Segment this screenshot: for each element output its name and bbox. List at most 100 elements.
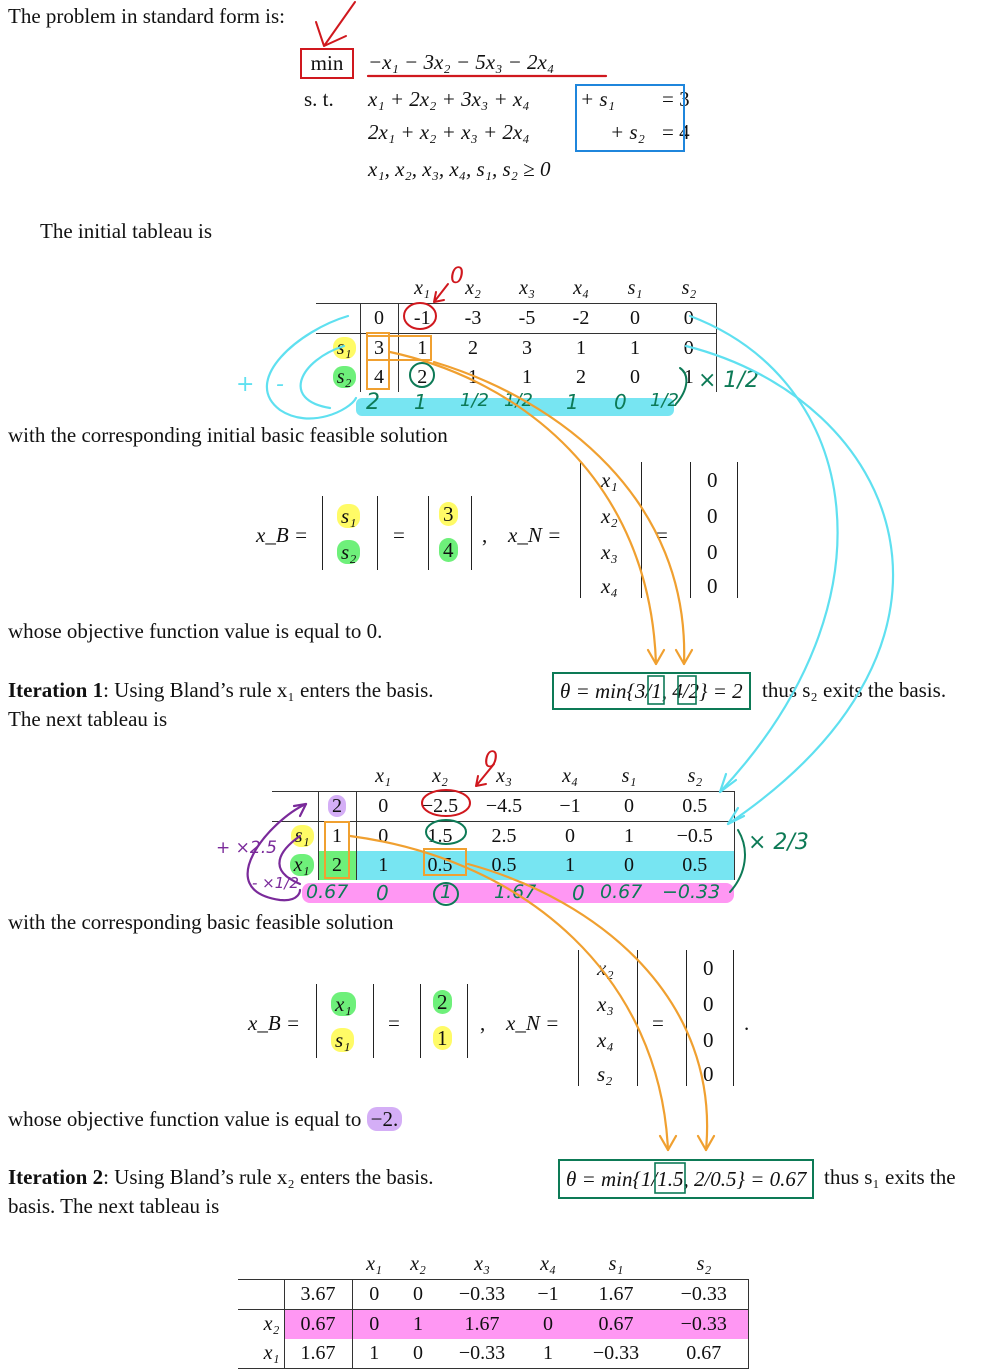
orange-arrowhead [658,1134,678,1152]
table-cell: 3 [522,337,532,359]
handwritten-scale: × 2/3 [748,830,809,855]
table-cell: 1 [565,854,575,876]
xn-label: x_N = [506,1011,560,1035]
table-cell: 2.5 [491,825,517,847]
equals-sign: = [393,523,405,547]
min-label: min [310,51,344,75]
table-cell: 2 [317,851,356,880]
xb-vector: s₁ s₂ [322,496,378,570]
table-cell: 1 [624,825,634,847]
table-cell: 0 [630,366,640,388]
table-cell: 0 [413,1342,423,1364]
initial-tableau-caption: The initial tableau is [40,219,213,243]
orange-arrowhead [674,648,694,666]
xn-entry: x₁ [601,468,618,492]
table-cell: −0.33 [592,1342,640,1364]
handwritten-zero: 0 [484,748,498,773]
st-label: s. t. [304,87,334,111]
header-x3: x₃ [496,765,512,787]
constraint2-slack: + s₂ [610,120,645,144]
theta-box-1: θ = min{3/1, 4/2} = 2 [552,672,751,710]
objective-cell: 2 [328,795,346,817]
table-cell: 1 [397,333,446,363]
handwritten-value: 0.67 [306,881,349,903]
table-cell: −0.5 [656,821,735,851]
header-x1: x₁ [366,1253,382,1275]
table-cell: 0 [565,825,575,847]
comma: , [480,1011,486,1035]
header-x2: x₂ [465,277,481,299]
tableau-iteration2: x₁ x₂ x₃ x₄ s₁ s₂ 3.67 0 0 −0.33 −1 1.67… [238,1250,749,1369]
header-x1: x₁ [414,277,430,299]
iteration1-text-c: The next tableau is [8,707,168,731]
xb-entry: s₁ [331,1028,355,1052]
handwritten-minus: - [276,372,284,397]
table-cell: 1 [468,366,478,388]
table-cell: 0 [359,303,398,334]
handwritten-zero: 0 [450,264,464,289]
xn-value: 0 [703,1062,714,1086]
row-label-x1: x₁ [263,1342,280,1364]
xn-value-vector: 0 0 0 0 [690,462,738,598]
handwritten-value: 0.67 [600,881,643,903]
xn-entry: x₂ [597,956,614,980]
table-cell: 0 [413,1283,423,1305]
table-cell: −0.33 [660,1309,749,1339]
iteration1-heading: Iteration 1 [8,678,104,702]
xn-vector: x₂ x₃ x₄ s₂ [578,950,638,1086]
orange-arrowhead [646,648,666,666]
table-cell: 0.67 [598,1313,634,1335]
row-label-x2: x₂ [238,1309,284,1339]
xb-vector: x₁ s₁ [316,984,374,1058]
header-s2: s₂ [687,765,703,787]
objective-value-initial: whose objective function value is equal … [8,619,383,643]
table-cell: 2 [576,366,586,388]
comma: , [482,523,488,547]
handwritten-value: 1 [566,390,579,414]
table-cell: 4 [359,363,398,392]
constraint1-slack: + s₁ [580,87,615,111]
objective-value: −2. [366,1107,403,1131]
xn-vector: x₁ x₂ x₃ x₄ [580,462,642,598]
xn-entry: x₄ [601,574,618,598]
iteration2-line: Iteration 2: Using Bland’s rule x₂ enter… [8,1165,434,1190]
table-cell: -2 [572,307,590,329]
table-cell: −2.5 [421,795,459,817]
xn-entry: s₂ [597,1062,613,1086]
xn-label: x_N = [508,523,562,547]
equals-sign: = [652,1011,664,1035]
table-cell: 1 [355,851,410,880]
table-cell: 0 [624,854,634,876]
table-cell: 0.5 [491,854,517,876]
xn-entry: x₂ [601,504,618,528]
objective-function: −x₁ − 3x₂ − 5x₃ − 2x₄ [368,50,555,74]
header-x4: x₄ [540,1253,556,1275]
theta-box-2: θ = min{1/1.5, 2/0.5} = 0.67 [558,1159,815,1199]
table-cell: -1 [397,303,446,334]
constraint1-lhs: x₁ + 2x₂ + 3x₃ + x₄ [368,87,530,111]
table-cell: 0 [630,307,640,329]
xn-value: 0 [707,468,718,492]
handwritten-value: 1/2 [460,390,489,411]
table-cell: 0.67 [283,1309,352,1339]
table-cell: 1 [413,1313,423,1335]
bfs-initial-lead: with the corresponding initial basic fea… [8,423,448,447]
xb-value: 4 [439,538,458,562]
xn-entry: x₃ [601,540,618,564]
equals-sign: = [388,1011,400,1035]
table-cell: 1 [317,821,356,851]
xn-value: 0 [703,1028,714,1052]
table-cell: -3 [464,307,482,329]
xn-entry: x₃ [597,992,614,1016]
table-cell: 3 [359,333,398,363]
table-cell: −4.5 [485,795,523,817]
handwritten-value: 2 [366,390,380,415]
header-x2: x₂ [410,1253,426,1275]
handwritten-scale: × 1/2 [698,368,759,393]
table-cell: 1.5 [427,825,453,847]
table-cell: 0 [662,333,717,363]
table-cell: 1.67 [598,1283,634,1305]
table-cell: −1 [559,795,581,817]
table-cell: -5 [518,307,536,329]
xn-value: 0 [703,956,714,980]
